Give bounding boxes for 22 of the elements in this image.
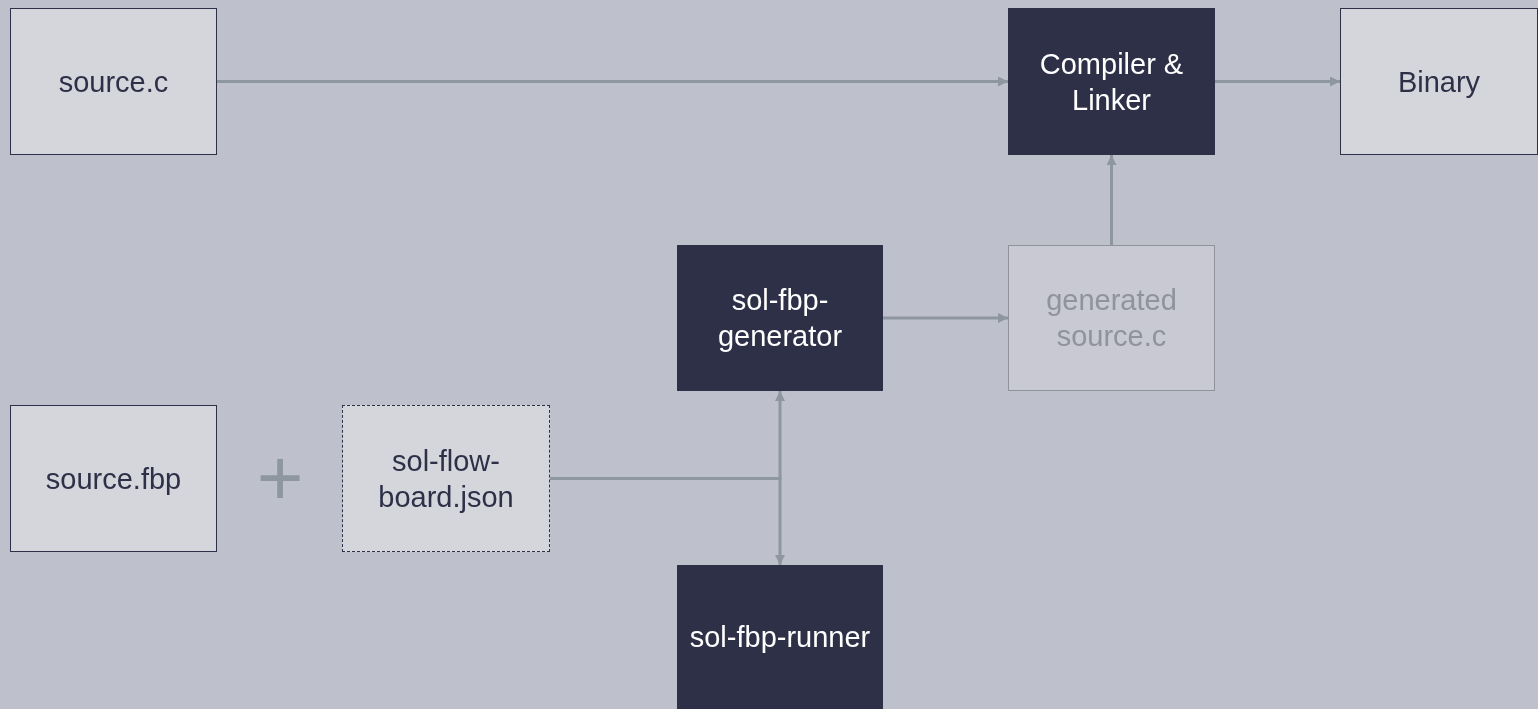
- arrow: [883, 313, 1008, 323]
- tool-box: [1008, 8, 1215, 155]
- node-label: generated source.c: [1045, 283, 1178, 354]
- node-label: source.c: [58, 64, 169, 100]
- node-label: Binary: [1397, 64, 1481, 100]
- optional-file-box: [342, 405, 550, 552]
- node-label: source.fbp: [45, 461, 182, 497]
- process-box: [10, 405, 217, 552]
- node-label: sol-flow-board.json: [377, 443, 515, 515]
- arrow: [550, 477, 785, 565]
- node-label: sol-fbp-generator: [716, 283, 844, 354]
- arrow: [1106, 155, 1117, 245]
- process-box: [1340, 8, 1538, 155]
- tool-box: [677, 245, 883, 391]
- arrow: [1215, 76, 1340, 87]
- tool-box: [677, 565, 883, 709]
- process-box: [10, 8, 217, 155]
- plus-sign: +: [255, 440, 305, 515]
- node-label: sol-fbp-runner: [689, 620, 871, 655]
- node-label: Compiler & Linker: [1038, 46, 1185, 118]
- arrow: [217, 76, 1008, 87]
- generated-file-box: [1008, 245, 1215, 391]
